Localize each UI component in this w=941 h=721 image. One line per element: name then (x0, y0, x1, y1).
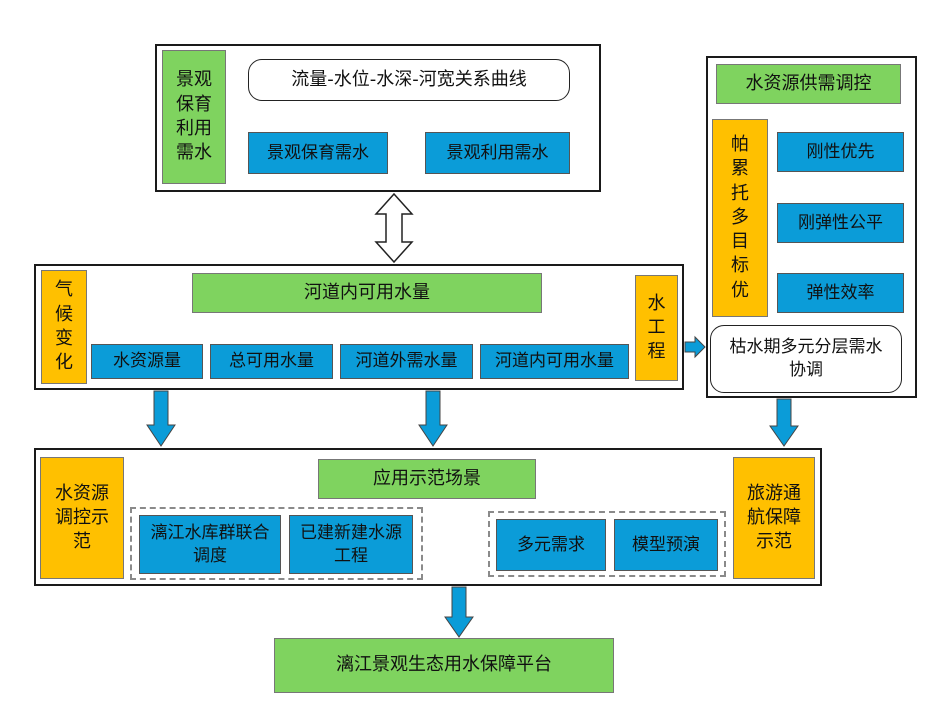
water-regulation-demo-label: 水资源调控示范 (40, 457, 124, 579)
down-arrow-left (146, 390, 176, 447)
total-available-water: 总可用水量 (210, 344, 333, 379)
landscape-demand-label: 景观保育利用需水 (162, 50, 226, 184)
instream-available-title: 河道内可用水量 (192, 273, 542, 313)
down-arrow-platform (444, 586, 474, 638)
instream-available-water: 河道内可用水量 (480, 344, 629, 379)
down-arrow-center (418, 390, 448, 447)
water-resource-amount: 水资源量 (91, 344, 203, 379)
landscape-utilization-demand: 景观利用需水 (425, 132, 570, 174)
elastic-efficiency: 弹性效率 (777, 273, 904, 313)
reservoir-joint-dispatch: 漓江水库群联合调度 (139, 515, 281, 574)
rigid-elastic-fairness: 刚弹性公平 (777, 203, 904, 243)
model-rehearsal: 模型预演 (614, 519, 718, 571)
offstream-demand: 河道外需水量 (340, 344, 473, 379)
water-source-projects: 已建新建水源工程 (289, 515, 413, 574)
dashed-group-reservoir (130, 507, 423, 580)
rating-curve-box: 流量-水位-水深-河宽关系曲线 (248, 59, 570, 101)
multi-demand: 多元需求 (496, 519, 606, 571)
tourism-navigation-demo-label: 旅游通航保障示范 (733, 457, 815, 579)
supply-demand-regulation-title: 水资源供需调控 (716, 64, 901, 104)
landscape-conservation-demand: 景观保育需水 (248, 132, 388, 174)
dashed-group-demand (488, 511, 726, 577)
down-arrow-right (769, 398, 799, 447)
pareto-optimization-label: 帕累托多目标优 (712, 119, 768, 317)
dry-season-coordination: 枯水期多元分层需水协调 (710, 325, 902, 393)
rigid-priority: 刚性优先 (777, 132, 904, 172)
water-project-label: 水工程 (635, 275, 678, 381)
bidirectional-arrow (374, 192, 414, 264)
platform-box: 漓江景观生态用水保障平台 (274, 638, 614, 693)
arrow-to-regulation (684, 335, 706, 359)
climate-change-label: 气候变化 (41, 270, 87, 384)
application-scenario-title: 应用示范场景 (318, 459, 536, 499)
